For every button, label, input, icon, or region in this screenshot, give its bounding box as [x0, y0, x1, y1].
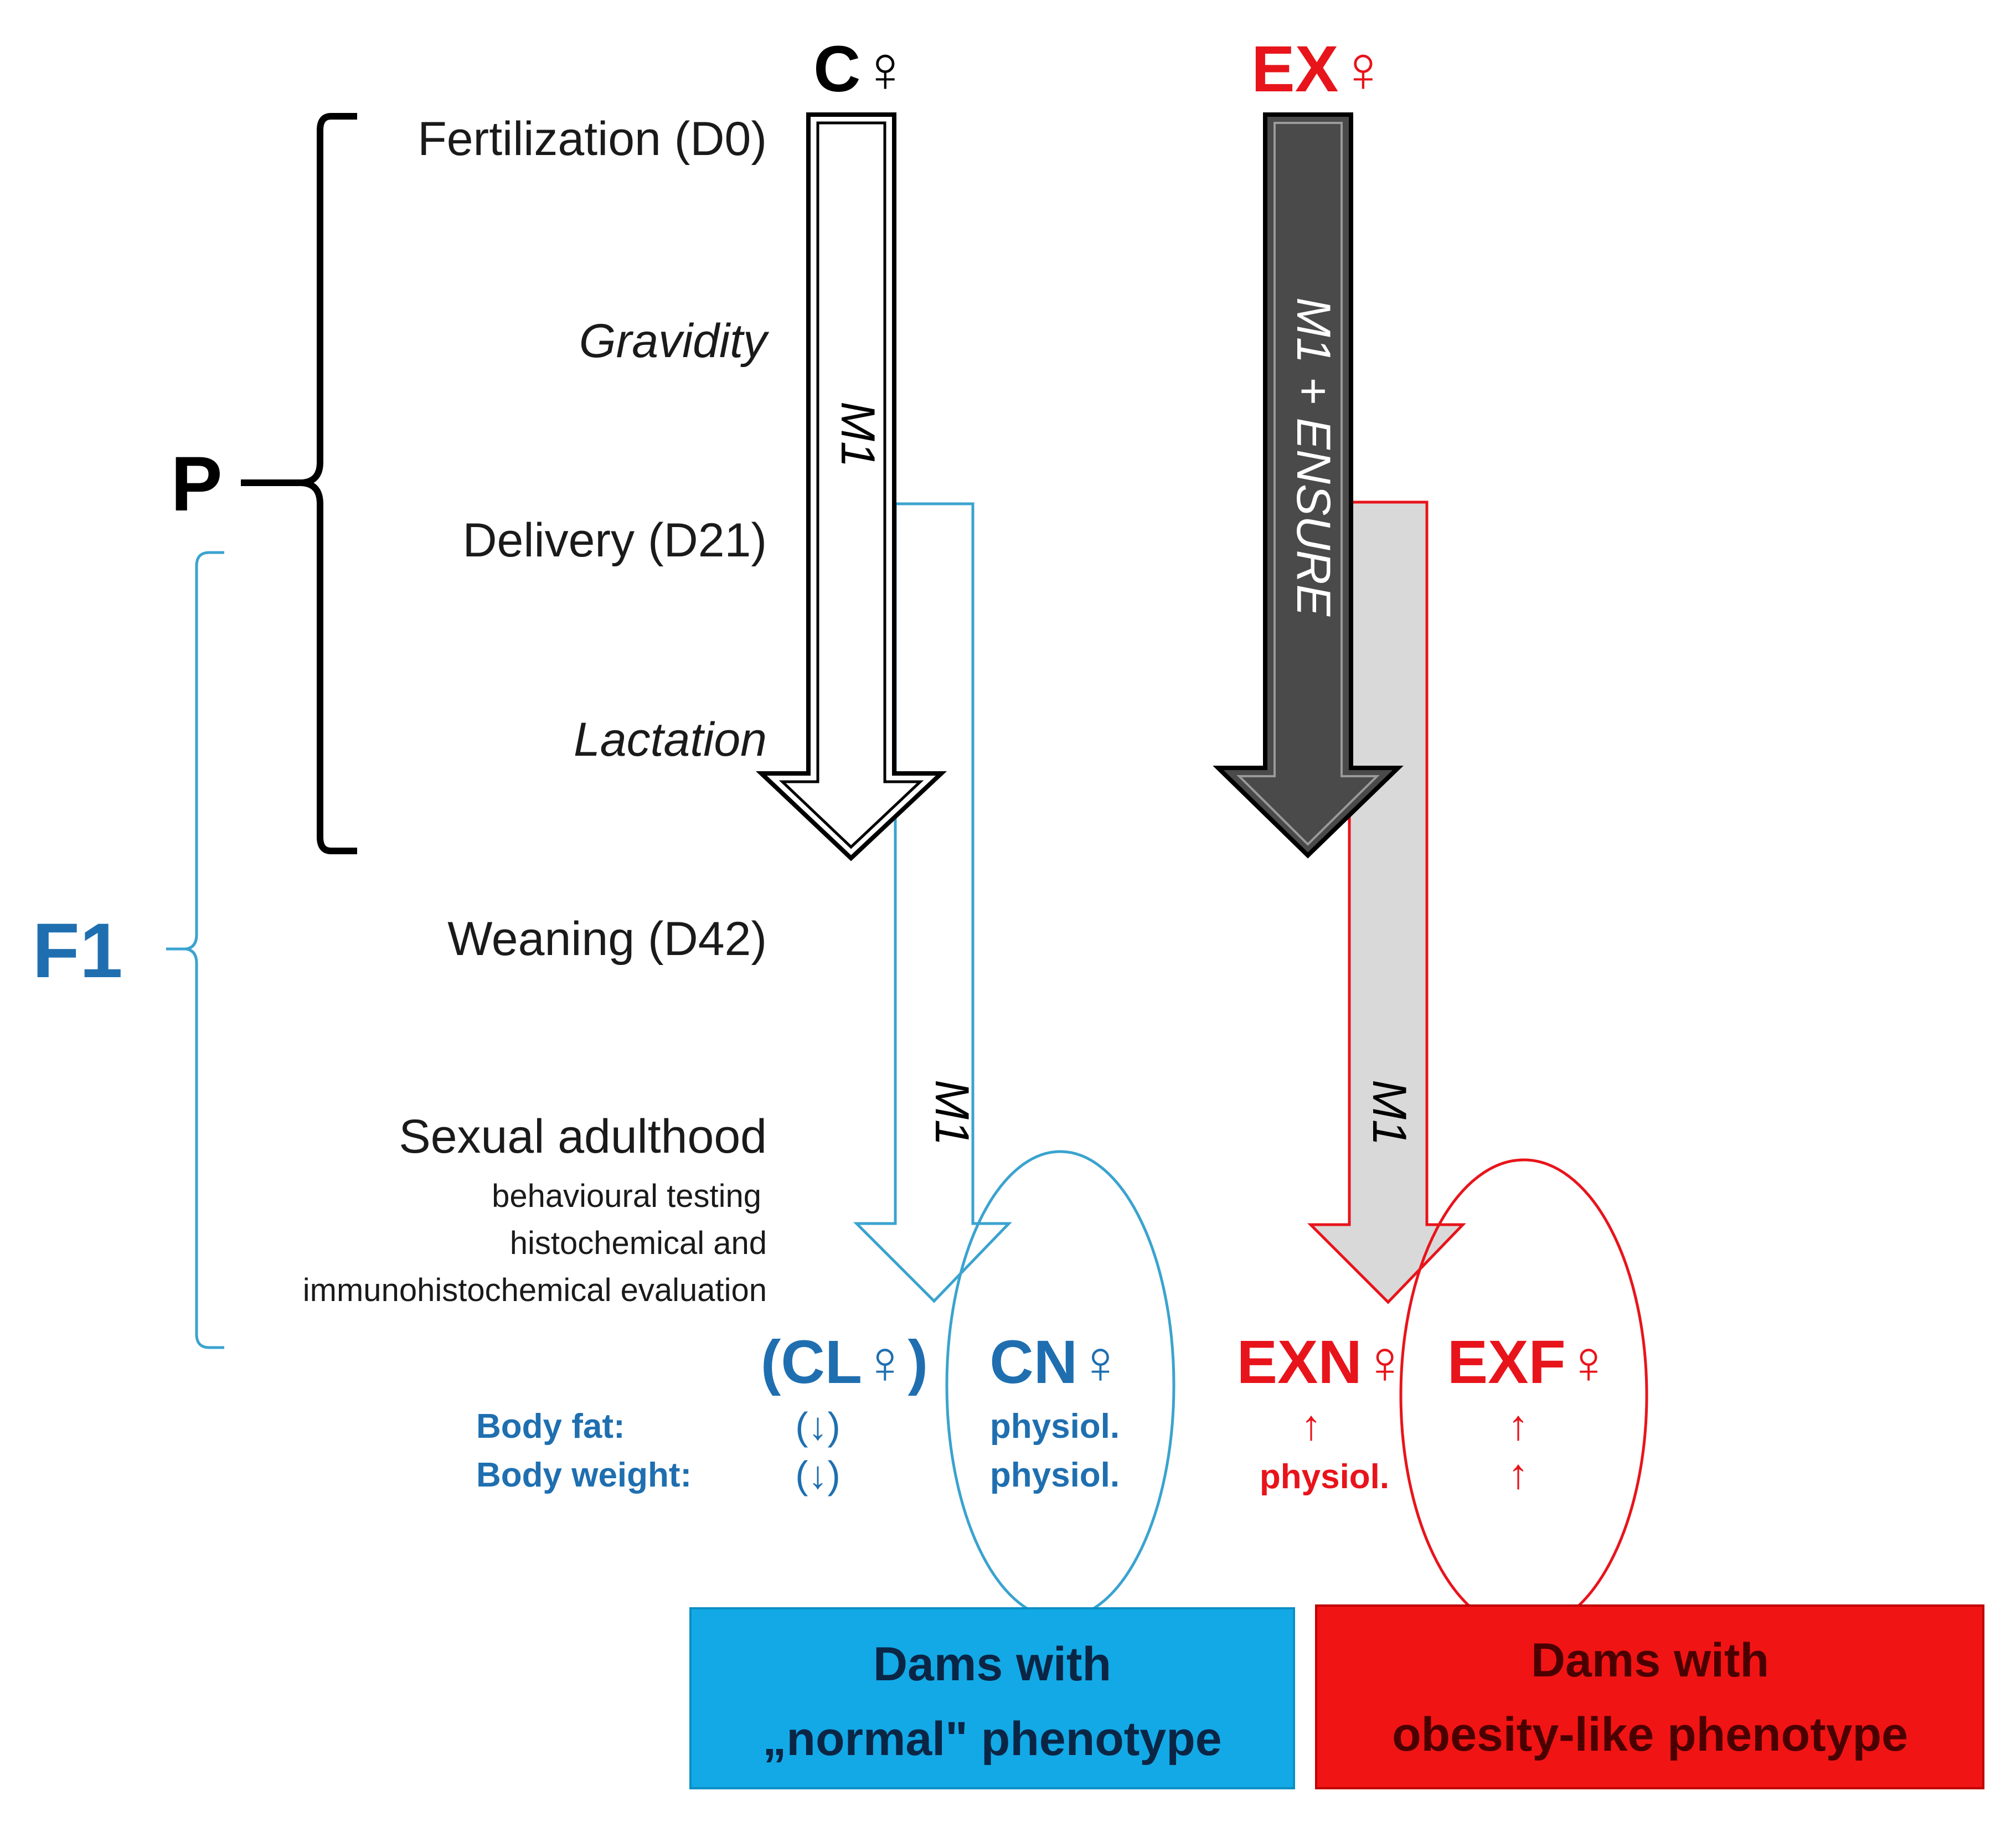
- timeline-delivery: Delivery (D21): [462, 514, 767, 567]
- offspring-exn-label: EXN♀: [1237, 1328, 1408, 1396]
- offspring-exf-label: EXF♀: [1447, 1328, 1611, 1396]
- cn-body-weight-value: physiol.: [990, 1456, 1120, 1494]
- timeline-detail-immuno: immunohistochemical evaluation: [303, 1272, 767, 1308]
- exf-body-weight-value: ↑: [1508, 1451, 1529, 1498]
- timeline-fertilization: Fertilization (D0): [417, 112, 767, 166]
- normal-phenotype-line1: Dams with: [873, 1638, 1111, 1691]
- cl-body-fat-value: (↓): [795, 1405, 841, 1448]
- normal-phenotype-line2: „normal" phenotype: [762, 1712, 1221, 1766]
- normal-phenotype-box: [689, 1607, 1295, 1789]
- control-dam-arrow: [755, 112, 947, 861]
- obese-phenotype-box: [1315, 1604, 1984, 1789]
- timeline-gravidity: Gravidity: [579, 314, 770, 368]
- control-group-label: C♀: [813, 33, 910, 106]
- exposed-offspring-arrow: [1307, 500, 1466, 1304]
- exposed-dam-arrow-label: M1 + ENSURE: [1287, 297, 1340, 617]
- parent-generation-label: P: [171, 440, 222, 527]
- exn-body-fat-value: ↑: [1301, 1402, 1322, 1449]
- f1-generation-brace: [166, 551, 224, 1349]
- exposed-offspring-arrow-label: M1: [1363, 1080, 1416, 1145]
- control-dam-arrow-inner-outline: [778, 121, 924, 849]
- cn-body-fat-value: physiol.: [990, 1407, 1120, 1446]
- measure-body-fat-label: Body fat:: [476, 1407, 625, 1446]
- parent-generation-brace: [241, 113, 357, 854]
- offspring-cn-label: CN♀: [989, 1328, 1123, 1396]
- exn-body-weight-value: physiol.: [1260, 1458, 1389, 1496]
- timeline-lactation: Lactation: [574, 713, 767, 766]
- timeline-adulthood: Sexual adulthood: [399, 1110, 767, 1163]
- control-offspring-arrow-label: M1: [925, 1080, 978, 1145]
- control-dam-arrow-label: M1: [831, 401, 884, 467]
- timeline-detail-histochemical: histochemical and: [510, 1225, 767, 1261]
- measure-body-weight-label: Body weight:: [476, 1456, 692, 1494]
- offspring-cl-label: (CL♀): [761, 1328, 928, 1396]
- exposed-group-label: EX♀: [1251, 33, 1388, 106]
- exf-body-fat-value: ↑: [1508, 1402, 1529, 1449]
- exposed-dam-arrow: [1213, 112, 1404, 859]
- control-offspring-arrow: [853, 502, 1012, 1303]
- exposed-dam-arrow-inner-outline: [1236, 122, 1380, 846]
- f1-generation-label: F1: [32, 907, 122, 994]
- obese-phenotype-line1: Dams with: [1531, 1634, 1769, 1687]
- timeline-weaning: Weaning (D42): [447, 912, 767, 966]
- cl-body-weight-value: (↓): [795, 1453, 841, 1496]
- timeline-detail-behaviour: behavioural testing: [492, 1178, 761, 1214]
- obese-phenotype-line2: obesity-like phenotype: [1392, 1708, 1908, 1761]
